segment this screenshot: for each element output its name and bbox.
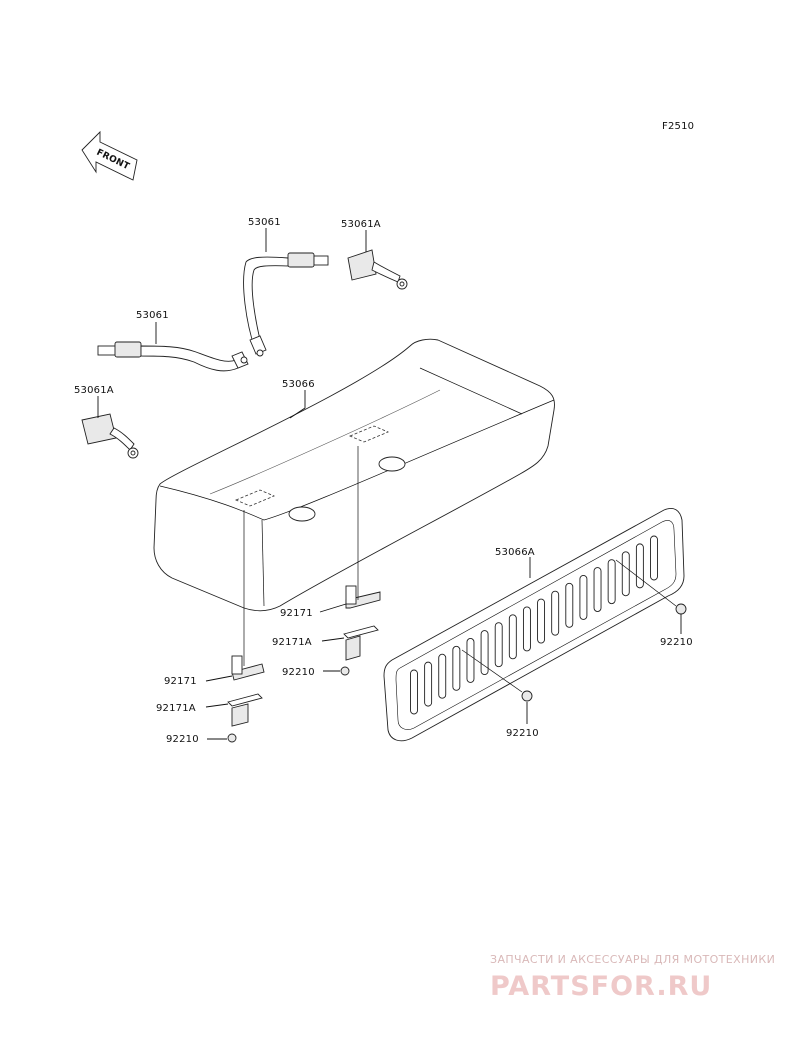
bracket-right[interactable] [345,585,381,609]
watermark-tagline: ЗАПЧАСТИ И АКСЕССУАРЫ ДЛЯ МОТОТЕХНИКИ [490,953,775,966]
bracket-a-left[interactable] [227,693,263,727]
callout-backrest: 53066A [495,547,535,558]
callout-nut-mid: 92210 [282,667,315,678]
leader-lines [97,228,682,740]
backrest-slot [650,535,658,581]
seat-belt-lower[interactable] [97,341,249,372]
seat-cushion[interactable] [153,338,555,612]
callout-bracket-a-left: 92171A [156,703,196,714]
callout-nut-backrest-right: 92210 [660,637,693,648]
backrest-slot [635,543,644,589]
figure-code: F2510 [662,121,694,132]
nut-backrest-right[interactable] [675,603,687,615]
backrest-slot [607,559,616,605]
front-arrow-icon: FRONT [81,130,138,181]
backrest-slot [579,574,588,620]
backrest-slot [494,622,503,668]
backrest-slot [466,638,475,683]
callout-bracket-a-right: 92171A [272,637,312,648]
backrest-slot [438,653,447,699]
callout-nut-backrest-left: 92210 [506,728,539,739]
callout-bracket-left: 92171 [164,676,197,687]
callout-bracket-right: 92171 [280,608,313,619]
backrest-slot [593,567,602,612]
backrest-slot [424,661,433,707]
seat-belt-upper[interactable] [243,252,329,357]
bracket-a-right[interactable] [343,625,379,661]
callout-buckle-lower: 53061A [74,385,114,396]
backrest-slot [480,630,489,676]
callout-belt-lower: 53061 [136,310,169,321]
backrest-slot [522,606,531,652]
callout-buckle-upper: 53061A [341,219,381,230]
buckle-upper[interactable] [347,249,408,290]
nut-backrest-left[interactable] [521,690,533,702]
nut-left[interactable] [227,733,237,743]
backrest-slot [452,645,461,691]
backrest[interactable] [383,508,685,742]
callout-seat: 53066 [282,379,315,390]
callout-belt-upper: 53061 [248,217,281,228]
bracket-left[interactable] [231,655,265,681]
backrest-slot [551,590,560,636]
watermark-logo: PARTSFOR.RU [490,971,712,1002]
backrest-slot [508,614,517,660]
callout-nut-left: 92210 [166,734,199,745]
backrest-slot [537,598,546,644]
backrest-slot [565,582,574,628]
nut-mid[interactable] [340,666,350,676]
buckle-lower[interactable] [81,413,139,459]
backrest-slot [621,551,630,597]
backrest-slot [410,669,418,715]
